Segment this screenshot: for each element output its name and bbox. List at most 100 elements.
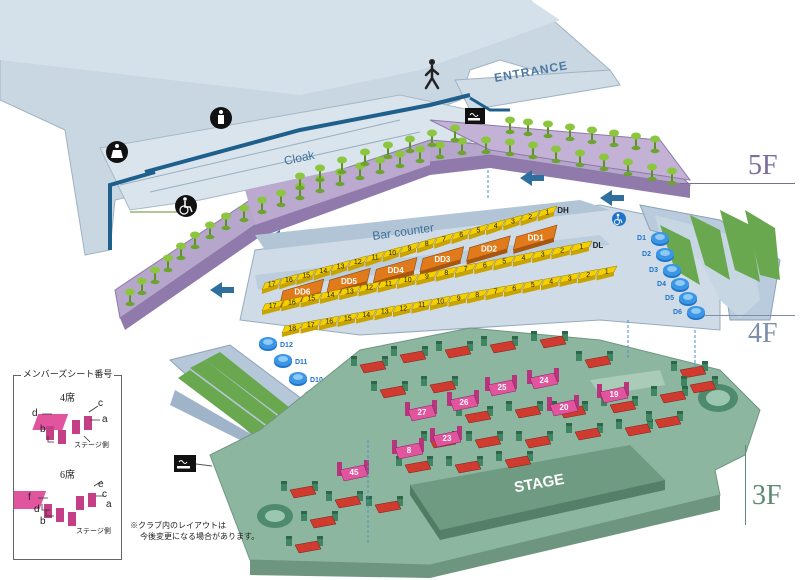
table-red[interactable]: [436, 341, 473, 359]
seat[interactable]: 5: [468, 223, 489, 240]
booth[interactable]: D11: [274, 354, 308, 368]
booth[interactable]: D5: [665, 292, 697, 306]
seat[interactable]: 13: [338, 285, 361, 301]
booth[interactable]: D2: [642, 248, 674, 262]
member-table[interactable]: 24: [527, 368, 559, 390]
smoking-icon-3f: [174, 455, 213, 472]
seat[interactable]: 2: [520, 210, 541, 227]
seat[interactable]: 14: [355, 308, 377, 324]
table-red[interactable]: [516, 431, 553, 449]
seat[interactable]: 4: [485, 219, 506, 236]
seat[interactable]: 16: [278, 273, 299, 290]
table-red[interactable]: [396, 456, 433, 474]
booth[interactable]: D3: [649, 264, 681, 278]
member-table[interactable]: 25: [485, 375, 517, 397]
seat[interactable]: 16: [318, 315, 340, 331]
seat[interactable]: 10: [396, 274, 419, 290]
seat[interactable]: 5: [522, 278, 544, 294]
seat[interactable]: 16: [280, 296, 304, 312]
table-red[interactable]: [466, 431, 503, 449]
seat[interactable]: 6: [473, 259, 496, 275]
seat[interactable]: 14: [319, 288, 342, 304]
seat[interactable]: 7: [485, 285, 507, 301]
booth[interactable]: D12: [259, 337, 293, 351]
table-red[interactable]: [281, 481, 318, 499]
seat[interactable]: 17: [261, 278, 282, 294]
seat[interactable]: 10: [382, 246, 403, 263]
booth[interactable]: D6: [673, 306, 705, 320]
seat-number: 5: [531, 282, 535, 289]
seat[interactable]: 11: [411, 298, 433, 314]
table-red[interactable]: [421, 376, 458, 394]
table-red[interactable]: [646, 411, 683, 429]
table-red[interactable]: [446, 456, 483, 474]
seat[interactable]: 14: [313, 264, 334, 281]
member-table[interactable]: 8: [392, 438, 424, 460]
seat[interactable]: 15: [337, 312, 359, 327]
seat[interactable]: 4: [512, 251, 535, 267]
seat[interactable]: 8: [435, 266, 458, 282]
table-red[interactable]: [481, 336, 518, 354]
seat[interactable]: 9: [448, 292, 470, 307]
seat[interactable]: 7: [433, 232, 455, 249]
seat[interactable]: 17: [261, 299, 284, 315]
seat[interactable]: 3: [531, 248, 554, 264]
box-seat[interactable]: DD1: [512, 224, 558, 254]
table-red[interactable]: [616, 419, 653, 437]
seat[interactable]: 12: [358, 281, 381, 297]
seat[interactable]: 1: [570, 240, 593, 256]
seat[interactable]: 18: [281, 322, 303, 337]
seat[interactable]: 11: [377, 277, 400, 293]
table-red[interactable]: [371, 381, 408, 399]
table-red[interactable]: [286, 536, 323, 554]
table-red[interactable]: [566, 423, 603, 441]
seat[interactable]: 2: [577, 268, 599, 284]
booth[interactable]: D4: [657, 278, 689, 292]
seat[interactable]: 8: [416, 237, 437, 254]
seat[interactable]: 2: [550, 244, 574, 260]
seat[interactable]: 12: [392, 302, 414, 317]
table-red[interactable]: [301, 511, 338, 529]
table-red[interactable]: [351, 356, 388, 374]
table-red[interactable]: [576, 351, 613, 369]
seat[interactable]: 4: [540, 275, 562, 291]
seat[interactable]: 7: [454, 262, 477, 278]
table-red[interactable]: [456, 406, 493, 424]
table-red[interactable]: [326, 491, 363, 509]
booth[interactable]: D1: [637, 232, 669, 246]
table-red[interactable]: [366, 496, 403, 514]
seat[interactable]: 9: [415, 270, 439, 286]
box-seat[interactable]: DD3: [419, 246, 465, 276]
table-red[interactable]: [506, 401, 543, 419]
seat[interactable]: 10: [429, 295, 451, 311]
seat[interactable]: 11: [364, 250, 386, 267]
seat[interactable]: 5: [493, 255, 516, 271]
seat[interactable]: 15: [300, 292, 323, 308]
seat[interactable]: 8: [466, 288, 488, 304]
seat[interactable]: 13: [374, 305, 396, 321]
seat[interactable]: 15: [296, 269, 317, 285]
seat[interactable]: 17: [300, 318, 322, 334]
seat[interactable]: 1: [537, 205, 558, 222]
seat[interactable]: 3: [559, 272, 581, 287]
table-red[interactable]: [391, 346, 428, 364]
seat[interactable]: 6: [451, 228, 472, 245]
table-red[interactable]: [601, 396, 638, 414]
seat[interactable]: 3: [502, 214, 524, 231]
member-table[interactable]: 27: [405, 400, 437, 422]
member-table[interactable]: 19: [597, 382, 629, 404]
seat[interactable]: 9: [399, 241, 420, 258]
booth[interactable]: D10: [289, 372, 323, 386]
seat[interactable]: 12: [347, 255, 368, 272]
member-table[interactable]: 23: [430, 426, 462, 448]
table-red[interactable]: [651, 386, 688, 404]
member-table[interactable]: 20: [547, 395, 579, 417]
box-seat[interactable]: DD2: [466, 235, 511, 265]
table-red[interactable]: [531, 331, 568, 349]
table-red[interactable]: [681, 376, 718, 394]
seat[interactable]: 1: [596, 265, 618, 281]
seat[interactable]: 13: [330, 259, 351, 276]
table-red[interactable]: [496, 451, 533, 469]
member-table[interactable]: 26: [447, 390, 479, 412]
seat[interactable]: 6: [503, 282, 525, 297]
